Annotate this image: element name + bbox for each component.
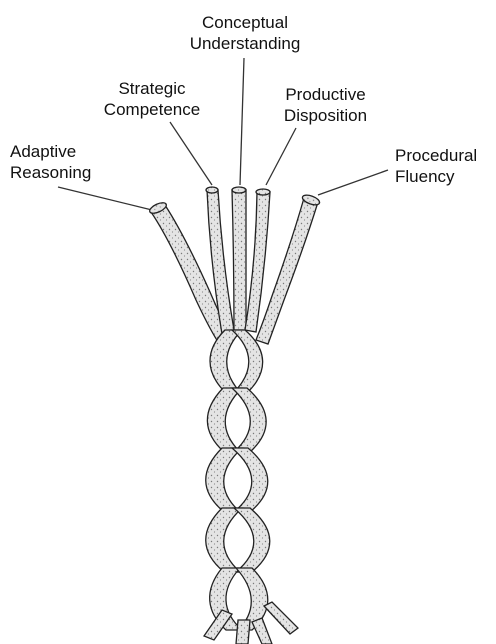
- strand-end-conceptual: [232, 187, 246, 193]
- braid-segment: [232, 388, 266, 452]
- strand-conceptual: [232, 190, 246, 332]
- leader-line-procedural: [318, 170, 388, 195]
- leader-line-conceptual: [240, 58, 244, 185]
- strand-end-strategic: [206, 187, 218, 193]
- leader-lines: [58, 58, 388, 210]
- frayed-end: [236, 620, 250, 644]
- braid-segment: [210, 330, 242, 392]
- braid-segment: [207, 388, 242, 452]
- leader-line-strategic: [170, 122, 212, 185]
- leader-line-productive: [266, 128, 296, 185]
- braid-segment: [232, 448, 268, 512]
- braid-segment: [206, 448, 242, 512]
- braid-segment: [206, 508, 242, 572]
- strand-end-productive: [256, 189, 270, 195]
- rope-strands: [148, 187, 321, 345]
- leader-line-adaptive: [58, 187, 152, 210]
- frayed-end: [252, 618, 272, 644]
- braid-segment: [234, 508, 270, 572]
- braid-body: [206, 330, 270, 630]
- frayed-end: [264, 602, 298, 634]
